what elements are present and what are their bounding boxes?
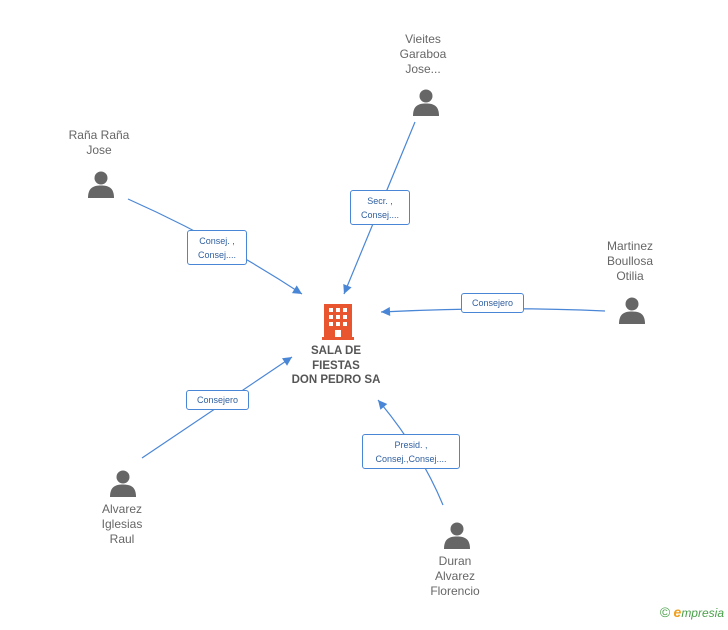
edge-rana-arrowhead xyxy=(291,285,302,294)
brand-logo-text: mpresia xyxy=(681,606,724,620)
brand-logo-initial: e xyxy=(673,604,682,620)
relation-label-rana[interactable]: Consej. , Consej.... xyxy=(187,230,247,265)
copyright-icon: © xyxy=(659,604,671,620)
person-icon[interactable] xyxy=(412,88,440,116)
edge-alvarez-arrowhead xyxy=(282,357,292,366)
person-icon[interactable] xyxy=(443,521,471,549)
person-label-vieites[interactable]: Vieites Garaboa Jose... xyxy=(399,32,447,76)
brand-watermark: © empresia xyxy=(660,604,724,620)
relation-label-martinez[interactable]: Consejero xyxy=(461,293,524,313)
person-label-duran[interactable]: Duran Alvarez Florencio xyxy=(430,554,480,598)
relation-label-vieites[interactable]: Secr. , Consej.... xyxy=(350,190,410,225)
person-icon[interactable] xyxy=(618,296,646,324)
edge-martinez-arrowhead xyxy=(381,307,391,317)
relation-label-alvarez[interactable]: Consejero xyxy=(186,390,249,410)
relation-label-duran[interactable]: Presid. , Consej.,Consej.... xyxy=(362,434,460,469)
person-label-rana[interactable]: Raña Raña Jose xyxy=(68,128,130,157)
person-icon[interactable] xyxy=(87,170,115,198)
edge-duran-arrowhead xyxy=(378,400,388,410)
person-label-alvarez[interactable]: Alvarez Iglesias Raul xyxy=(101,502,143,546)
person-label-martinez[interactable]: Martinez Boullosa Otilia xyxy=(606,239,654,283)
edge-vieites-arrowhead xyxy=(343,283,352,294)
building-icon[interactable] xyxy=(322,304,354,340)
company-name[interactable]: SALA DE FIESTAS DON PEDRO SA xyxy=(291,345,381,386)
person-icon[interactable] xyxy=(109,469,137,497)
